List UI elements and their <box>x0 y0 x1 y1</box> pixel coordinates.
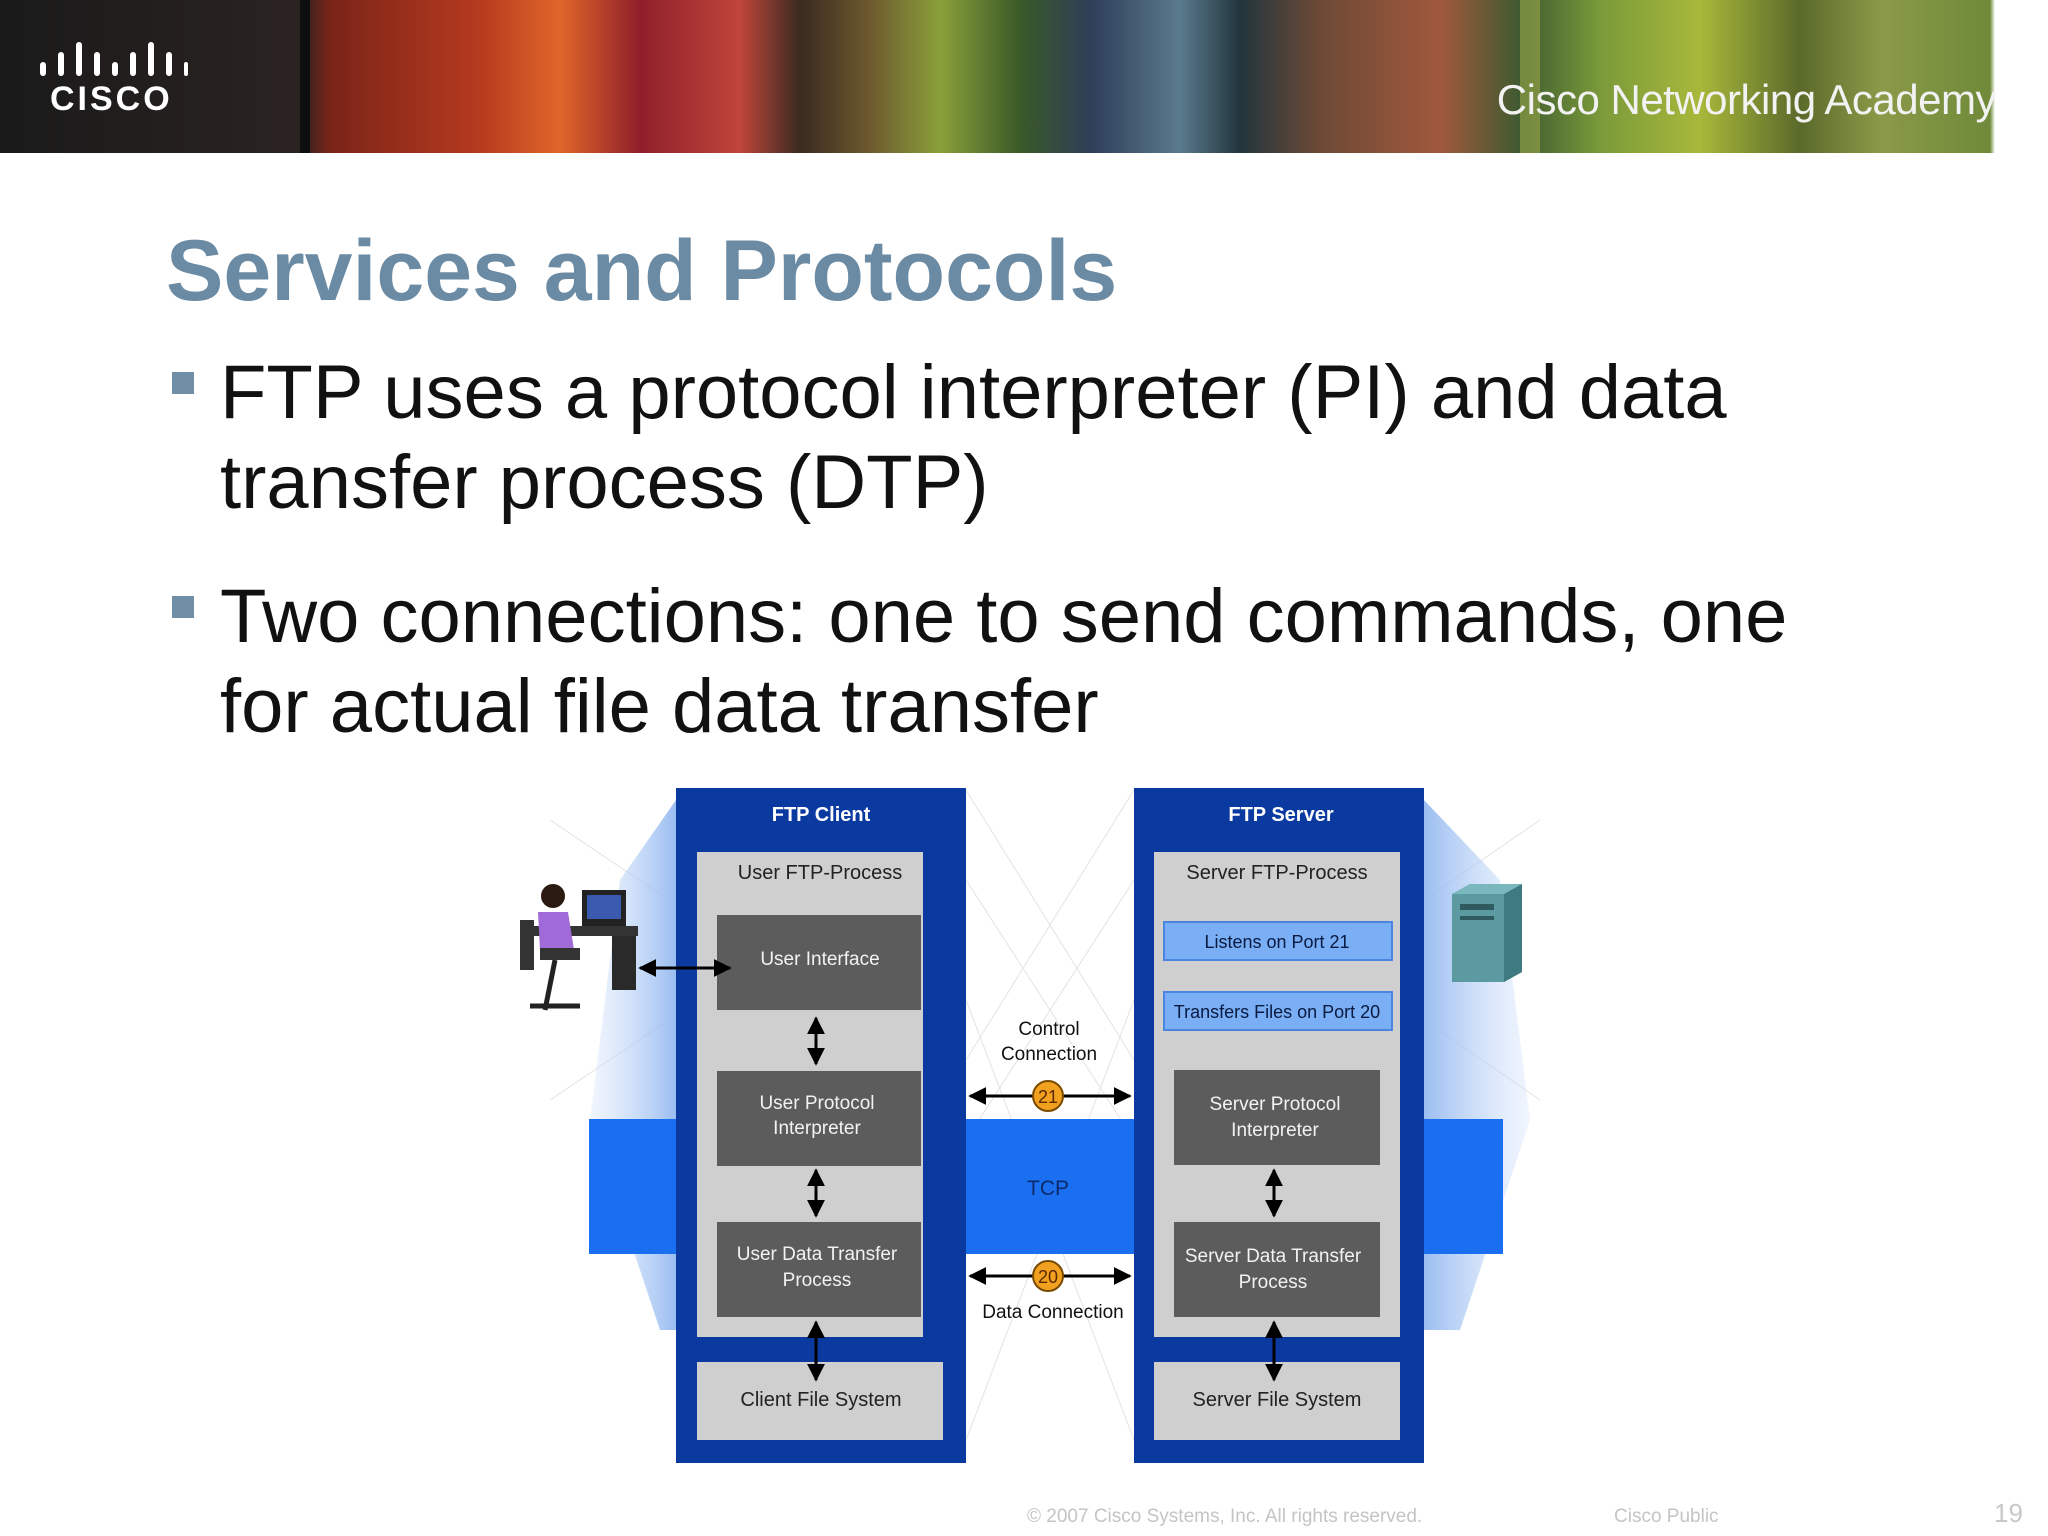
user-pi-label: Interpreter <box>773 1118 861 1139</box>
user-pi-box <box>717 1071 921 1166</box>
bullet-line: transfer process (DTP) <box>220 440 989 525</box>
server-pi-label: Server Protocol <box>1210 1094 1341 1115</box>
bullet-line: FTP uses a protocol interpreter (PI) and… <box>220 350 1727 435</box>
bullet-item: FTP uses a protocol interpreter (PI) and… <box>170 348 1930 528</box>
user-dtp-label: Process <box>783 1270 852 1291</box>
bullet-line: for actual file data transfer <box>220 664 1099 749</box>
page-number: 19 <box>1994 1498 2023 1528</box>
slide-title: Services and Protocols <box>166 223 1118 319</box>
cisco-logo: CISCO <box>38 40 188 120</box>
control-connection-label: Control <box>1018 1019 1079 1040</box>
server-fs-label: Server File System <box>1193 1389 1362 1411</box>
data-port-badge <box>1032 1260 1064 1292</box>
transfer-port-label: Transfers Files on Port 20 <box>1174 1002 1380 1022</box>
control-port-number: 21 <box>1038 1087 1058 1107</box>
academy-title: Cisco Networking Academy <box>1496 76 1997 123</box>
data-port-number: 20 <box>1038 1267 1058 1287</box>
transfer-port-badge <box>1163 991 1393 1031</box>
server-process-label: Server FTP-Process <box>1186 862 1367 884</box>
server-pi-box <box>1174 1070 1380 1165</box>
user-workstation-icon <box>520 884 638 1011</box>
bullet-line: Two connections: one to send commands, o… <box>220 574 1788 659</box>
user-interface-box <box>717 915 921 1010</box>
control-connection-label: Connection <box>1001 1044 1097 1065</box>
server-dtp-label: Server Data Transfer <box>1185 1246 1362 1267</box>
banner-stripe <box>1520 0 1540 153</box>
bullet-item: Two connections: one to send commands, o… <box>170 572 1930 752</box>
classification-footer: Cisco Public <box>1614 1506 1719 1527</box>
bullet-square-icon <box>172 372 194 394</box>
client-arrows <box>638 959 825 1382</box>
user-interface-label: User Interface <box>760 949 879 970</box>
server-pi-label: Interpreter <box>1231 1120 1319 1141</box>
tcp-label: TCP <box>1027 1177 1069 1200</box>
header-banner <box>0 0 2048 153</box>
data-connection-label: Data Connection <box>982 1302 1124 1323</box>
cisco-bars-icon <box>40 42 188 76</box>
user-pi-label: User Protocol <box>759 1093 874 1114</box>
ftp-diagram: TCP FTP Client User FTP-Process User Int… <box>520 788 1541 1463</box>
copyright-footer: © 2007 Cisco Systems, Inc. All rights re… <box>1027 1506 1423 1527</box>
user-dtp-box <box>717 1222 921 1317</box>
cisco-wordmark: CISCO <box>50 80 173 118</box>
listen-port-badge <box>1163 921 1393 961</box>
bullet-square-icon <box>172 596 194 618</box>
client-process-label: User FTP-Process <box>738 862 902 884</box>
client-title: FTP Client <box>772 804 871 826</box>
user-dtp-label: User Data Transfer <box>737 1244 898 1265</box>
client-fs-label: Client File System <box>740 1389 901 1411</box>
server-dtp-label: Process <box>1239 1272 1308 1293</box>
server-tower-icon <box>1452 884 1522 982</box>
server-dtp-box <box>1174 1222 1380 1317</box>
server-title: FTP Server <box>1228 804 1333 826</box>
control-port-badge <box>1032 1080 1064 1112</box>
bullet-list: FTP uses a protocol interpreter (PI) and… <box>170 348 1930 796</box>
banner-divider <box>300 0 310 153</box>
listen-port-label: Listens on Port 21 <box>1204 932 1349 952</box>
